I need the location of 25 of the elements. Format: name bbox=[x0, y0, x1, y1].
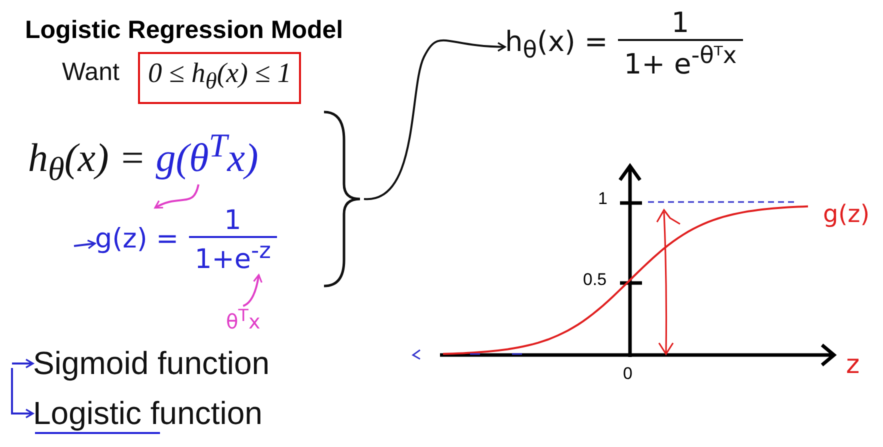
formula-lhs: h$_{θ}$(x) = bbox=[505, 24, 608, 58]
axis-tick-label: 0 bbox=[623, 364, 632, 384]
axis-label: z bbox=[846, 350, 860, 380]
formula-lhs: g(z) = bbox=[95, 223, 179, 254]
arrow bbox=[154, 184, 200, 209]
arrow bbox=[364, 39, 506, 200]
formula-lhs: h$_{θ}$(x) = bbox=[28, 135, 147, 180]
slide-title: Logistic Regression Model bbox=[25, 16, 344, 45]
term-text: Logistic function bbox=[33, 395, 262, 432]
fraction-denominator: 1+e$^{-z}$ bbox=[188, 236, 277, 275]
axis-tick-label: 1 bbox=[598, 189, 608, 209]
arrow bbox=[12, 358, 34, 368]
arrow bbox=[11, 368, 34, 418]
arrow bbox=[242, 274, 262, 307]
fraction-numerator: 1 bbox=[223, 205, 242, 236]
arrow bbox=[74, 240, 96, 250]
highlighted-formula: 0 ≤ h$_{θ}$(x) ≤ 1 bbox=[138, 52, 302, 104]
curve-label: g(z) bbox=[823, 200, 870, 228]
term-text: Sigmoid function bbox=[33, 345, 270, 382]
formula-label: Want bbox=[62, 58, 120, 87]
fraction-numerator: 1 bbox=[670, 6, 690, 39]
fraction-denominator: 1+ e$^{-θᵀx}$ bbox=[618, 39, 743, 80]
handwritten-note: θ$^{T}$x bbox=[226, 306, 260, 334]
axis-tick-label: 0.5 bbox=[583, 270, 607, 290]
formula-rhs: g(θ$^{T}$x) bbox=[156, 135, 258, 180]
